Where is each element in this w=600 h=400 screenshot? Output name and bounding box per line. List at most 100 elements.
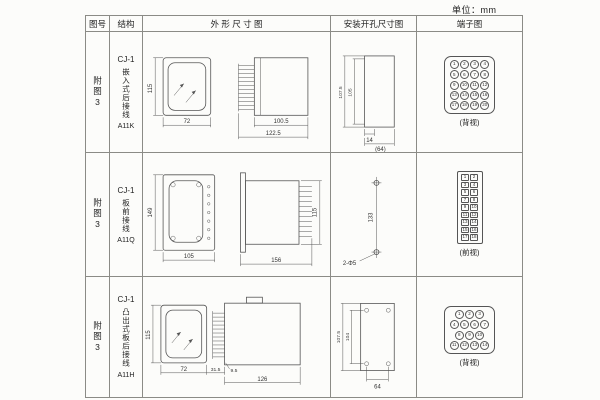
terminal: 6 [470, 320, 480, 330]
terminal: 5 [449, 70, 459, 80]
install-drawing-cell-row2: 133 2-Φ5 [331, 153, 417, 277]
terminal: 3 [461, 181, 469, 189]
spec-table: 图号 结构 外 形 尺 寸 图 安装开孔尺寸图 端子图 附图3 CJ-1 嵌入式… [85, 15, 523, 398]
install-drawing-a11h: 107.5 104 64 [336, 303, 395, 390]
outline-drawing-a11h: 115 72 31.5 9.5 126 [146, 296, 301, 385]
structure-cell-row1: CJ-1 嵌入式后接线 A11K [110, 32, 143, 153]
terminal: 1 [449, 60, 459, 70]
header-install: 安装开孔尺寸图 [331, 16, 417, 32]
terminal: 10 [470, 204, 478, 211]
dim-side-height: 115 [312, 207, 318, 217]
indicator-arrow-icon [173, 83, 197, 103]
mounting-label: 嵌入式后接线 [121, 67, 131, 119]
terminal: 17 [449, 100, 459, 110]
structure-cell-row3: CJ-1 凸出式板后接线 A11H [110, 277, 143, 397]
terminal: 18 [470, 234, 478, 241]
header-figure-no: 图号 [86, 16, 110, 32]
install-drawing-a11q: 133 2-Φ5 [343, 176, 382, 267]
terminal: 4 [470, 181, 478, 189]
terminal: 16 [480, 90, 490, 100]
terminal: 1 [454, 310, 464, 320]
terminal: 2 [459, 60, 469, 70]
terminal: 9 [461, 204, 469, 211]
dimensions: 149 105 156 115 [148, 174, 322, 267]
terminal: 19 [470, 100, 480, 110]
mounting-label: 板前接线 [121, 198, 131, 233]
terminal: 14 [459, 90, 469, 100]
code-label: A11K [117, 122, 135, 130]
dim-w1: 64 [374, 384, 381, 390]
terminal: 14 [480, 340, 490, 350]
dim-h2: 105 [348, 88, 354, 96]
side-view [238, 57, 309, 116]
terminal: 17 [461, 234, 469, 241]
install-drawing-a11k: 107.5 105 14 (64) [338, 55, 395, 152]
terminal: 12 [459, 340, 469, 350]
outline-drawing-cell-row2: 149 105 156 115 [143, 153, 331, 277]
dim-width: 72 [180, 367, 187, 373]
indicator-arrow-icon [171, 331, 193, 351]
terminal: 18 [459, 100, 469, 110]
dim-pin: 31.5 [211, 367, 221, 373]
outline-drawing-cell-row1: 115 72 100.5 122.5 [143, 32, 331, 153]
terminal: 2 [470, 174, 478, 181]
model-label: CJ-1 [117, 185, 135, 195]
dim-height: 115 [146, 330, 152, 340]
dim-h1: 107.5 [338, 86, 344, 99]
terminal: 4 [480, 60, 490, 70]
outline-drawing-a11q: 149 105 156 115 [148, 172, 322, 267]
front-view [162, 174, 216, 251]
terminal: 8 [470, 196, 478, 204]
view-label: (背视) [459, 118, 480, 128]
figure-number: 附图3 [92, 320, 103, 354]
terminal: 11 [449, 340, 459, 350]
dimensions: 115 72 100.5 122.5 [148, 57, 309, 140]
structure-cell-row2: CJ-1 板前接线 A11Q [110, 153, 143, 277]
terminal: 7 [461, 196, 469, 204]
terminal: 16 [470, 226, 478, 234]
terminal: 10 [459, 80, 469, 90]
terminal: 1 [461, 174, 469, 181]
dim-hole-dist: 133 [369, 212, 375, 223]
figure-cell-row2: 附图3 [86, 153, 110, 277]
dim-h2: 104 [345, 333, 351, 341]
dim-width: 72 [184, 119, 191, 125]
figure-cell-row3: 附图3 [86, 277, 110, 397]
terminal: 13 [461, 219, 469, 226]
dim-depth: 156 [271, 258, 282, 264]
panel-cutout [364, 55, 395, 128]
figure-number: 附图3 [92, 75, 103, 109]
terminal: 20 [480, 100, 490, 110]
terminal: 10 [475, 330, 485, 340]
figure-cell-row1: 附图3 [86, 32, 110, 153]
dim-height: 115 [148, 83, 154, 93]
terminal: 8 [454, 330, 464, 340]
dim-total-depth: 122.5 [266, 131, 282, 137]
code-label: A11Q [117, 236, 135, 244]
dimensions: 115 72 31.5 9.5 126 [146, 304, 301, 385]
terminal: 11 [470, 80, 480, 90]
terminal: 15 [461, 226, 469, 234]
hole-spec-label: 2-Φ5 [343, 261, 357, 267]
model-label: CJ-1 [117, 54, 135, 64]
side-view [212, 296, 301, 366]
terminal: 13 [470, 340, 480, 350]
terminal: 14 [470, 219, 478, 226]
terminal: 5 [461, 189, 469, 196]
code-label: A11H [117, 371, 135, 379]
install-drawing-cell-row3: 107.5 104 64 [331, 277, 417, 397]
dim-w2: (64) [375, 147, 386, 152]
terminal: 3 [475, 310, 485, 320]
model-label: CJ-1 [117, 295, 135, 305]
view-label: (背视) [459, 358, 480, 368]
dim-h1: 107.5 [336, 331, 342, 344]
terminal: 6 [459, 70, 469, 80]
terminal: 12 [470, 211, 478, 219]
dim-width: 105 [184, 254, 195, 260]
